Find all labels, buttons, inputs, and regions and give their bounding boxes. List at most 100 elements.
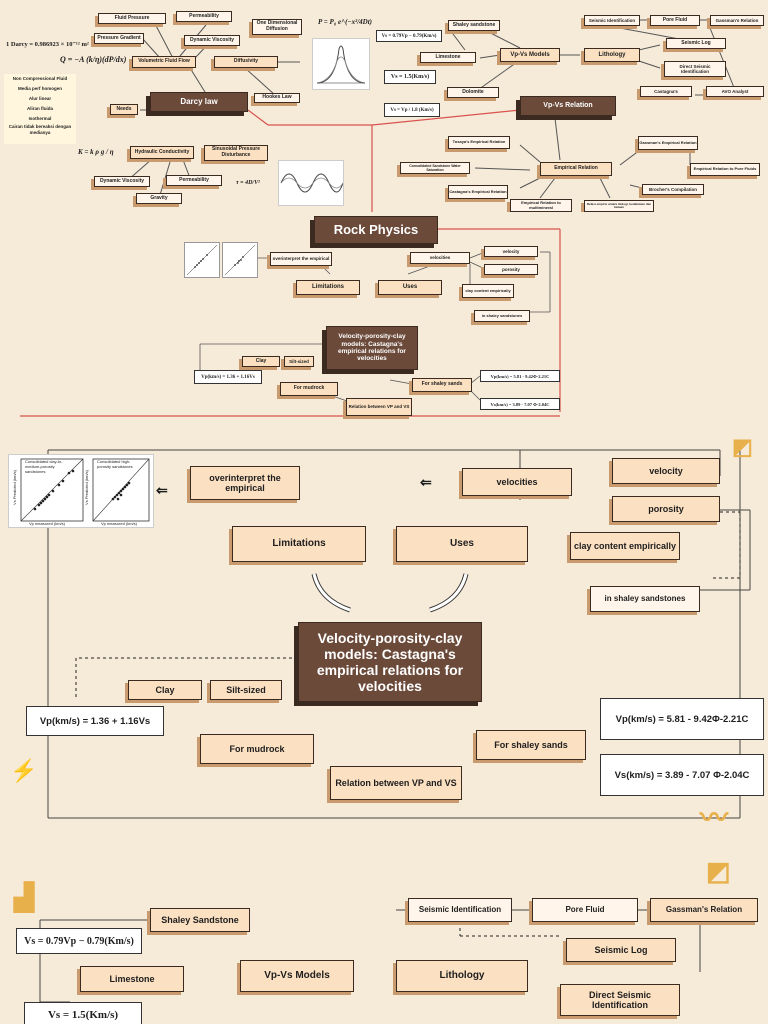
node-darcy-law[interactable]: Darcy law bbox=[150, 92, 248, 112]
node-needs[interactable]: Needs bbox=[110, 104, 138, 115]
node-consolidated-sandstone[interactable]: Consolidated Sandstone Water Saturation bbox=[400, 162, 470, 174]
node-vp-vs-models[interactable]: Vp-Vs Models bbox=[500, 48, 560, 62]
node-rock-physics[interactable]: Rock Physics bbox=[314, 216, 438, 244]
node-porosity-small[interactable]: porosity bbox=[484, 264, 538, 275]
cube-icon: ◩ bbox=[732, 434, 753, 459]
node-dynamic-viscosity-2[interactable]: Dynamic Viscosity bbox=[94, 176, 150, 187]
node-for-mudrock[interactable]: For mudrock bbox=[200, 734, 314, 764]
mini-crossplot-2-svg bbox=[224, 244, 256, 276]
node-pressure-gradient[interactable]: Pressure Gradient bbox=[94, 33, 144, 44]
node-brocher-sub[interactable]: Relasi empiris antara litologi, kedalama… bbox=[584, 200, 654, 212]
node-gassman-empirical[interactable]: Gassman's Empirical Relation bbox=[638, 136, 698, 150]
node-shaley-sandstone-bottom[interactable]: Shaley Sandstone bbox=[150, 908, 250, 932]
node-overinterpret-small[interactable]: overinterpret the empirical bbox=[270, 252, 332, 266]
node-tosaya-relation[interactable]: Tosaya's Empirical Relation bbox=[448, 136, 510, 149]
mini-crossplot-1 bbox=[184, 242, 220, 278]
node-empirical-relation[interactable]: Empirical Relation bbox=[540, 162, 612, 176]
needs-item: Non Compressional Fluid bbox=[12, 76, 68, 81]
node-fluid-pressure[interactable]: Fluid Pressure bbox=[98, 13, 166, 24]
node-brochers-compilation[interactable]: Brocher's Compilation bbox=[642, 184, 704, 195]
node-for-shaley-sands[interactable]: For shaley sands bbox=[476, 730, 586, 760]
node-empirical-pore-fluids[interactable]: Empirical Relation to Pore Fluids bbox=[690, 163, 760, 176]
node-limestone[interactable]: Limestone bbox=[420, 52, 476, 63]
sinusoidal-curve bbox=[280, 173, 344, 193]
node-lithology[interactable]: Lithology bbox=[584, 48, 640, 62]
darcy-unit-formula: 1 Darcy = 0.986923 × 10⁻¹² m² bbox=[6, 41, 89, 48]
node-seismic-identification-bottom[interactable]: Seismic Identification bbox=[408, 898, 512, 922]
node-relation-vp-vs[interactable]: Relation between VP and VS bbox=[330, 766, 462, 800]
node-lithology-bottom[interactable]: Lithology bbox=[396, 960, 528, 992]
node-empirical-multimineral[interactable]: Empirical Relation to multimineral bbox=[510, 199, 572, 212]
node-avo-analyst[interactable]: AVO Analyst bbox=[706, 86, 764, 97]
node-uses[interactable]: Uses bbox=[396, 526, 528, 562]
node-seismic-identification[interactable]: Seismic Identification bbox=[584, 15, 640, 26]
node-pore-fluid[interactable]: Pore Fluid bbox=[650, 15, 700, 26]
node-overinterpret[interactable]: overinterpret the empirical bbox=[190, 466, 300, 500]
node-for-shaley-sands-small[interactable]: For shaley sands bbox=[412, 378, 472, 392]
needs-list: Non Compressional Fluid Media perf homog… bbox=[4, 74, 76, 144]
node-dolomite[interactable]: Dolomite bbox=[447, 87, 499, 98]
node-hookes-law[interactable]: Hookes Law bbox=[254, 93, 300, 103]
node-limitations-small[interactable]: Limitations bbox=[296, 280, 360, 295]
needs-item: Alur linear bbox=[28, 96, 52, 101]
node-clay[interactable]: Clay bbox=[128, 680, 202, 700]
node-permeability[interactable]: Permeability bbox=[176, 11, 232, 22]
node-clay-content-small[interactable]: clay content empirically bbox=[462, 284, 514, 298]
node-sinusoidal-pressure[interactable]: Sinusoidal Pressure Disturbance bbox=[204, 145, 268, 161]
node-direct-seismic-identification[interactable]: Direct Seismic Identification bbox=[664, 61, 726, 77]
node-velocity-small[interactable]: velocity bbox=[484, 246, 538, 257]
formula-vp-shaley-sand: Vp(km/s) = 5.81 - 9.42Φ-2.21C bbox=[600, 698, 764, 740]
formula-vp-mudrock-small: Vp(km/s) = 1.36 + 1.16Vs bbox=[194, 370, 262, 384]
node-clay-small[interactable]: Clay bbox=[242, 356, 280, 367]
node-castagna-empirical[interactable]: Castagna's Empirical Relation bbox=[448, 185, 508, 199]
formula-vs-dolomite: Vs = Vp / 1.8 (Km/s) bbox=[384, 103, 440, 117]
formula-vs-sand-small: Vs(km/s) = 3.89 - 7.07 Φ-2.04C bbox=[480, 398, 560, 410]
node-velocities[interactable]: velocities bbox=[462, 468, 572, 496]
node-porosity[interactable]: porosity bbox=[612, 496, 720, 522]
node-permeability-2[interactable]: Permeability bbox=[166, 175, 222, 186]
node-castagna-center[interactable]: Velocity-porosity-clay models: Castagna'… bbox=[298, 622, 482, 702]
formula-vs-shaley-sand: Vs(km/s) = 3.89 - 7.07 Φ-2.04C bbox=[600, 754, 764, 796]
node-one-dimensional-diffusion[interactable]: One Dimensional Diffusion bbox=[252, 19, 302, 35]
node-pore-fluid-bottom[interactable]: Pore Fluid bbox=[532, 898, 638, 922]
node-limitations[interactable]: Limitations bbox=[232, 526, 366, 562]
node-for-mudrock-small[interactable]: For mudrock bbox=[280, 382, 338, 396]
node-in-shaley-sandstones[interactable]: in shaley sandstones bbox=[590, 586, 700, 612]
needs-item: Isothermal bbox=[28, 116, 52, 121]
node-gassman-relation-bottom[interactable]: Gassman's Relation bbox=[650, 898, 758, 922]
node-velocities-small[interactable]: velocities bbox=[410, 252, 470, 264]
node-velocity[interactable]: velocity bbox=[612, 458, 720, 484]
node-dynamic-viscosity[interactable]: Dynamic Viscosity bbox=[184, 35, 240, 46]
node-vp-vs-models-bottom[interactable]: Vp-Vs Models bbox=[240, 960, 354, 992]
arrow-left-icon: ⇐ bbox=[156, 482, 168, 498]
node-seismic-log-bottom[interactable]: Seismic Log bbox=[566, 938, 676, 962]
curved-arrows bbox=[311, 573, 469, 613]
node-castagnas[interactable]: Castagna's bbox=[640, 86, 692, 97]
node-limestone-bottom[interactable]: Limestone bbox=[80, 966, 184, 992]
node-volumetric-fluid-flow[interactable]: Volumetric Fluid Flow bbox=[132, 56, 196, 68]
node-vp-vs-relation[interactable]: Vp-Vs Relation bbox=[520, 96, 616, 116]
node-gravity[interactable]: Gravity bbox=[136, 193, 182, 204]
crossplots-figure: Consolidated clay-to-medium-porosity san… bbox=[8, 454, 154, 528]
node-silt-small[interactable]: Silt-sized bbox=[284, 356, 314, 367]
formula-vp-sand-small: Vp(km/s) = 5.81 - 9.42Φ-2.21C bbox=[480, 370, 560, 382]
plot2-title: Consolidated high-porosity sandstones bbox=[97, 459, 133, 469]
node-shaley-sandstone[interactable]: Shaley sandstone bbox=[448, 20, 500, 31]
node-in-shaley-small[interactable]: in shaley sandstones bbox=[474, 310, 530, 322]
node-gassman-relation[interactable]: Gassman's Relation bbox=[710, 15, 764, 26]
node-direct-seismic-bottom[interactable]: Direct Seismic Identification bbox=[560, 984, 680, 1016]
formula-vp-mudrock: Vp(km/s) = 1.36 + 1.16Vs bbox=[26, 706, 164, 736]
node-hydraulic-conductivity[interactable]: Hydraulic Conductivity bbox=[130, 146, 194, 159]
node-castagna-center-small[interactable]: Velocity-porosity-clay models: Castagna'… bbox=[326, 326, 418, 370]
plot1-xlabel: Vp measured (km/s) bbox=[29, 521, 66, 526]
formula-vs-shaley: Vs = 0.79Vp − 0.79(Km/s) bbox=[376, 30, 442, 42]
node-clay-content[interactable]: clay content empirically bbox=[570, 532, 680, 560]
node-relation-small[interactable]: Relation between VP and VS bbox=[346, 398, 412, 416]
node-silt-sized[interactable]: Silt-sized bbox=[210, 680, 282, 700]
zoomed-mindmap-panel: Consolidated clay-to-medium-porosity san… bbox=[0, 430, 768, 852]
lightning-icon: ⚡ bbox=[10, 758, 38, 783]
node-diffusivity[interactable]: Diffusivity bbox=[214, 56, 278, 68]
node-seismic-log[interactable]: Seismic Log bbox=[666, 38, 726, 49]
mid-mindmap-panel: Rock Physics overinterpret the empirical… bbox=[0, 212, 768, 430]
node-uses-small[interactable]: Uses bbox=[378, 280, 442, 295]
